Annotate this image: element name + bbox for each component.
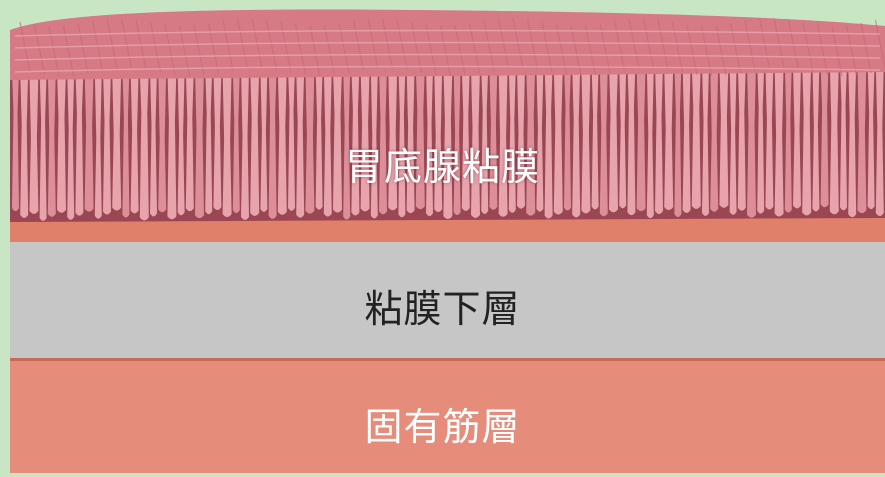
- label-submucosa: 粘膜下層: [0, 278, 885, 333]
- label-fundic-gland-mucosa: 胃底腺粘膜: [0, 136, 885, 191]
- label-muscularis-propria: 固有筋層: [0, 396, 885, 451]
